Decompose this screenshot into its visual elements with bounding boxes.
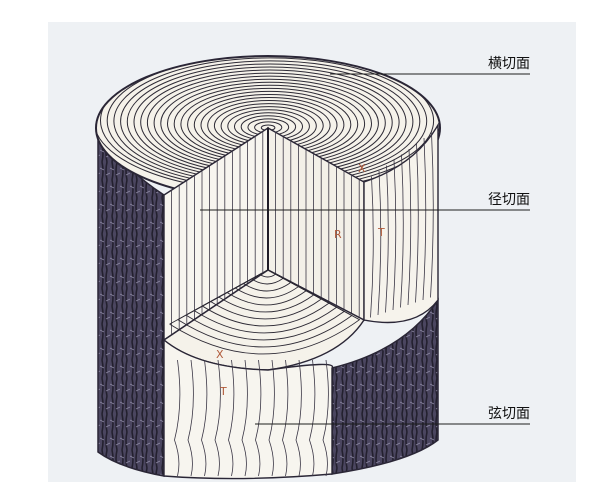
grain-line	[255, 359, 262, 477]
marker-lower-t: T	[219, 385, 227, 398]
grain-line	[415, 143, 419, 303]
growth-ring	[169, 269, 361, 355]
grain-line	[392, 159, 397, 311]
grain-line	[400, 154, 404, 308]
grain-line	[174, 359, 181, 477]
grain-line	[385, 165, 389, 313]
grain-line	[377, 170, 382, 316]
tangential-plane-upper	[363, 122, 439, 324]
growth-ring	[177, 269, 353, 348]
grain-line	[322, 359, 329, 477]
grain-line	[214, 359, 221, 477]
label-cross-section: 横切面	[488, 56, 530, 72]
grain-line	[295, 359, 302, 477]
label-tangential-section: 弦切面	[488, 406, 530, 422]
grain-line	[228, 359, 235, 477]
marker-radial-t: T	[377, 226, 385, 239]
grain-line	[370, 176, 374, 318]
grain-line	[187, 359, 194, 477]
grain-line	[282, 359, 289, 477]
grain-line	[268, 359, 275, 477]
grain-line	[309, 359, 316, 477]
grain-line	[407, 148, 412, 306]
marker-top-x: X	[358, 162, 366, 175]
grain-line	[241, 359, 248, 477]
grain-line	[422, 137, 427, 301]
grain-line	[201, 359, 208, 477]
marker-lower-x: X	[216, 348, 224, 361]
label-radial-section: 径切面	[488, 192, 530, 208]
grain-line	[430, 132, 434, 298]
marker-radial-r: R	[334, 228, 342, 241]
